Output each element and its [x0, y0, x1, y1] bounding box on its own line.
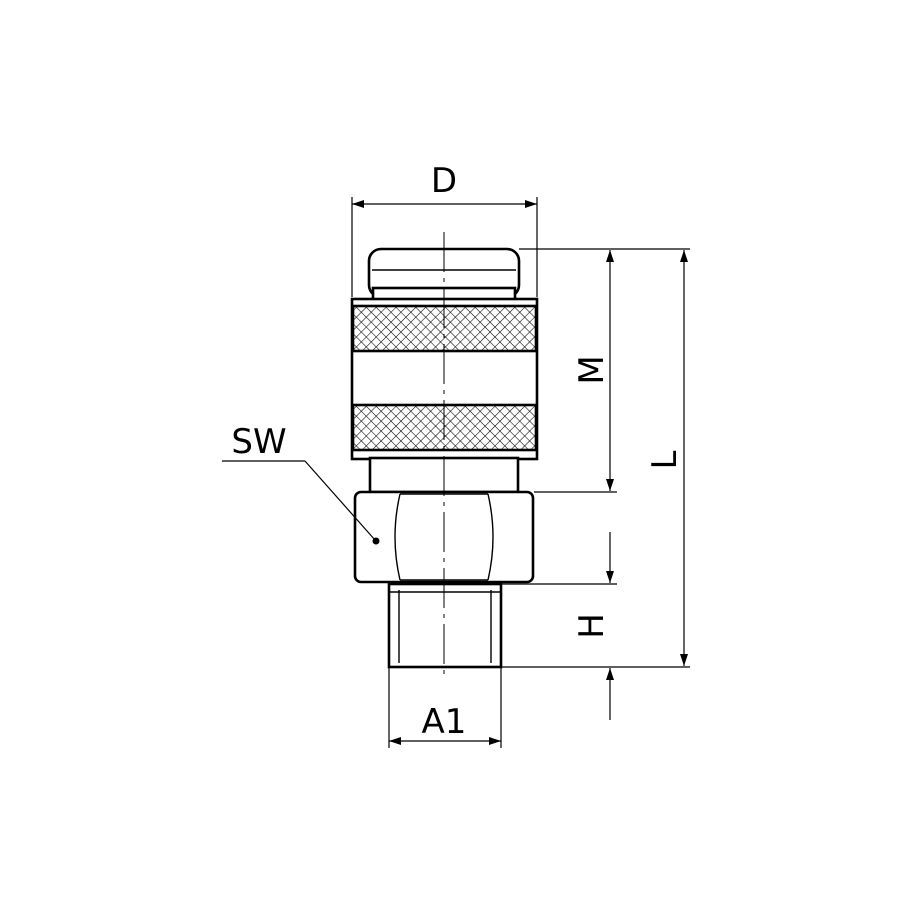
hex-face-left	[394, 493, 401, 581]
dimension-d: D	[351, 161, 538, 297]
label-l: L	[645, 450, 685, 469]
label-sw: SW	[231, 422, 286, 462]
dimension-a1: A1	[388, 667, 502, 748]
hex-face-right	[487, 493, 494, 581]
sw-callout: SW	[222, 422, 380, 545]
dimension-m: M	[519, 248, 690, 493]
sw-leader-dot	[372, 537, 380, 545]
label-h: H	[572, 613, 612, 639]
threaded-stem	[387, 582, 503, 669]
dimension-l: L	[502, 250, 690, 668]
label-a1: A1	[422, 702, 467, 742]
label-d: D	[431, 161, 457, 201]
dimension-h: H	[502, 532, 617, 720]
label-m: M	[572, 355, 612, 384]
